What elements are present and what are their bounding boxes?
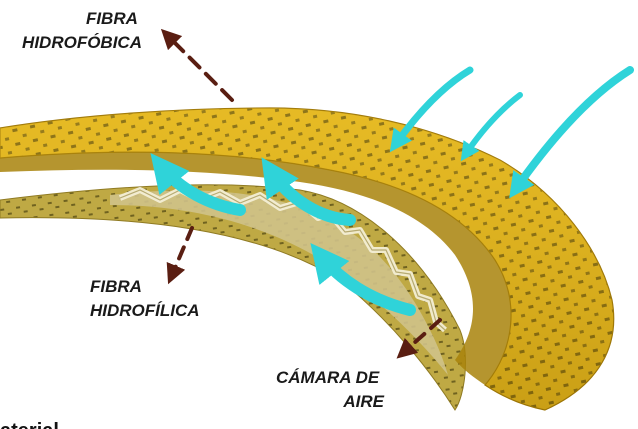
bottom-cut-text: aterial xyxy=(0,420,59,429)
pointer-arrow-hydrophobic xyxy=(168,36,232,100)
label-hydrophilic-fiber: FIBRA HIDROFÍLICA xyxy=(90,277,200,320)
label-hydrophobic-line2: HIDROFÓBICA xyxy=(22,33,142,52)
label-air-chamber: CÁMARA DE AIRE xyxy=(276,368,385,411)
label-air-line2: AIRE xyxy=(342,392,384,411)
label-hydrophilic-line1: FIBRA xyxy=(90,277,142,296)
label-hydrophobic-line1: FIBRA xyxy=(86,9,138,28)
label-hydrophobic-fiber: FIBRA HIDROFÓBICA xyxy=(22,9,142,52)
label-hydrophilic-line2: HIDROFÍLICA xyxy=(90,301,200,320)
label-air-line1: CÁMARA DE xyxy=(276,368,380,387)
air-arrow-in-2 xyxy=(465,95,520,155)
air-arrow-in-3 xyxy=(515,70,630,190)
pointer-arrow-hydrophilic xyxy=(172,228,192,275)
